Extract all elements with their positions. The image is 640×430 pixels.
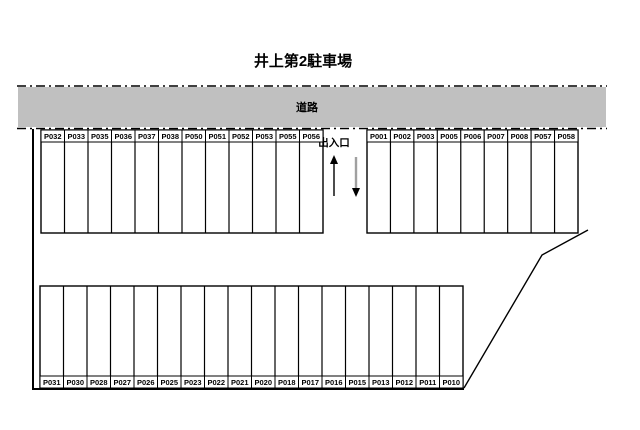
stall-label: P021	[231, 378, 249, 387]
stall-block-top-right: P001 P002 P003 P005 P006 P007 P008 P057 P058	[366, 129, 579, 234]
stall-label-cell	[554, 129, 579, 143]
stall-label: P038	[161, 132, 179, 141]
entrance-area: 出入口	[318, 136, 360, 197]
road-band: 道路	[17, 85, 607, 130]
stall-label: P052	[232, 132, 250, 141]
stall-label: P022	[207, 378, 225, 387]
stall-label: P028	[90, 378, 108, 387]
page-title: 井上第2駐車場	[254, 52, 352, 70]
stall-label: P053	[255, 132, 273, 141]
stall-label-cell	[439, 375, 464, 389]
stall-label: P015	[348, 378, 366, 387]
stall-label: P001	[370, 132, 388, 141]
site-boundary	[32, 129, 589, 390]
stall-label: P005	[440, 132, 458, 141]
road-surface	[18, 87, 606, 127]
stall-label: P056	[302, 132, 320, 141]
stall-block-top-left: P032 P033 P035 P036 P037 P038 P050 P051 P052 P053…	[40, 129, 324, 234]
stall-label: P057	[534, 132, 552, 141]
stall-label: P030	[66, 378, 84, 387]
stall-label: P050	[185, 132, 203, 141]
stall-label: P051	[208, 132, 226, 141]
stall-block-bottom: P031 P030 P028 P027 P026 P025 P023 P022 P021 P020…	[39, 285, 464, 389]
stall-label: P035	[91, 132, 109, 141]
stall-label: P036	[114, 132, 132, 141]
arrow-down-icon	[352, 157, 360, 197]
stall-block-outline	[366, 129, 579, 234]
stall-label: P055	[279, 132, 297, 141]
stall-label: P020	[254, 378, 272, 387]
stall-label: P008	[511, 132, 529, 141]
entrance-label: 出入口	[318, 136, 350, 149]
stall-label: P027	[113, 378, 131, 387]
stall-label: P058	[558, 132, 576, 141]
stall-label: P033	[67, 132, 85, 141]
stall-label: P023	[184, 378, 202, 387]
stall-label: P026	[137, 378, 155, 387]
stall-label: P031	[43, 378, 61, 387]
stall-label: P018	[278, 378, 296, 387]
stall-label: P011	[419, 378, 436, 387]
stall-label: P010	[442, 378, 460, 387]
stall-label: P012	[395, 378, 413, 387]
boundary-diagonal-line	[463, 229, 589, 389]
stall-label: P032	[44, 132, 62, 141]
stall-label: P002	[393, 132, 411, 141]
road-label: 道路	[296, 100, 319, 114]
stall-label: P025	[160, 378, 178, 387]
stall-label: P017	[301, 378, 319, 387]
arrow-up-icon	[330, 155, 338, 196]
stall-label: P007	[487, 132, 505, 141]
stall-label: P003	[417, 132, 435, 141]
stall-blocks: P032 P033 P035 P036 P037 P038 P050 P051 P052 P053…	[39, 129, 579, 389]
stall-label: P013	[372, 378, 390, 387]
stall-label: P037	[138, 132, 156, 141]
stall-label: P006	[464, 132, 482, 141]
stall-label: P016	[325, 378, 343, 387]
stall-label-cell	[299, 129, 324, 143]
